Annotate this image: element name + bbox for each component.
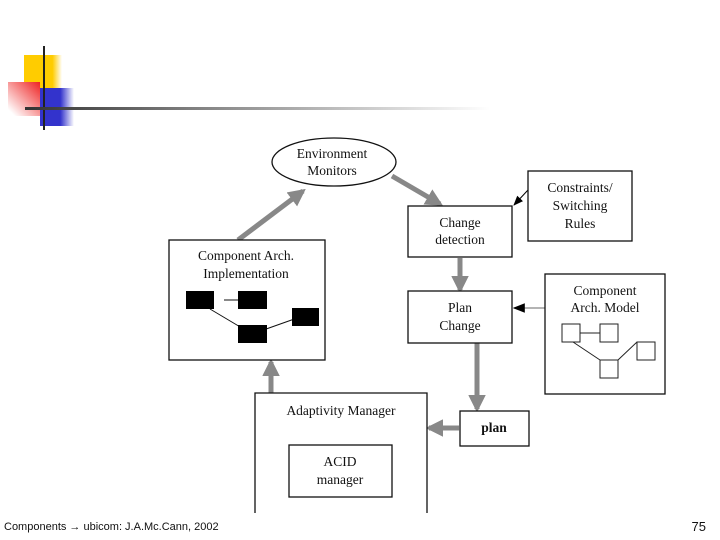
page-number: 75 [691,519,706,534]
environment-monitors-label-1: Environment [297,146,368,161]
environment-monitors-node [271,137,397,187]
arrow-constraints-to-detection [513,189,529,206]
acid-manager-label-2: manager [317,472,364,487]
component-arch-model-label-1: Component [574,283,637,298]
plan-label: plan [481,420,507,435]
component-arch-impl-label-2: Implementation [203,266,289,281]
environment-monitors-label-2: Monitors [307,163,357,178]
plan-change-label-1: Plan [448,300,472,315]
model-component-graph [561,323,656,379]
flow-arrows [236,173,486,437]
adaptivity-manager-label: Adaptivity Manager [286,403,396,418]
change-detection-node [407,205,513,258]
component-arch-model-label-2: Arch. Model [571,300,640,315]
constraints-label-1: Constraints/ [547,180,613,195]
logo-vertical-line [43,46,45,130]
logo-red-square [8,82,40,116]
change-detection-label-2: detection [435,232,485,247]
constraints-label-2: Switching [553,198,608,213]
arrow-impl-to-monitors [236,188,306,242]
plan-node [459,410,530,447]
plan-change-node [407,290,513,344]
title-underline [25,107,490,110]
footer-source: Components → ubicom: J.A.Mc.Cann, 2002 [4,521,219,533]
arrow-monitors-to-detection [390,173,444,207]
constraints-label-3: Rules [565,216,596,231]
acid-manager-node [288,444,393,498]
plan-change-label-2: Change [439,318,480,333]
change-detection-label-1: Change [439,215,480,230]
component-arch-impl-label-1: Component Arch. [198,248,294,263]
acid-manager-label-1: ACID [324,454,357,469]
constraints-node [527,170,633,242]
impl-component-graph [186,291,319,343]
